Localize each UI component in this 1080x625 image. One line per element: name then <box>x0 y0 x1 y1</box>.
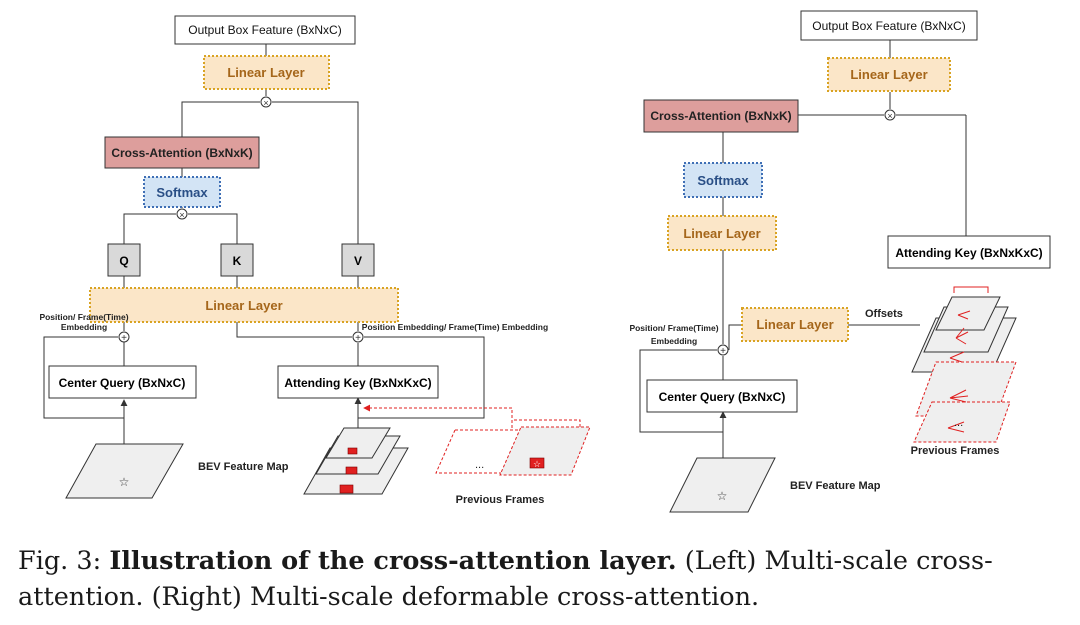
svg-text:+: + <box>720 346 726 357</box>
left-prev-frames-label: Previous Frames <box>456 494 545 506</box>
svg-text:×: × <box>263 98 268 108</box>
right-offsets-label: Offsets <box>865 308 903 320</box>
left-frames-dots: ... <box>475 459 484 471</box>
right-frames-dots: ... <box>954 417 963 429</box>
left-multiply-2: × <box>176 208 188 220</box>
left-q-box: Q <box>107 243 141 277</box>
right-previous-frames <box>913 361 1017 443</box>
q-label: Q <box>119 254 128 268</box>
right-pos-embed-line2: Embedding <box>651 336 697 346</box>
svg-text:×: × <box>179 210 184 220</box>
right-center-query: Center Query (BxNxC) <box>646 379 798 413</box>
right-linear-mid: Linear Layer <box>667 215 777 251</box>
star-icon: ☆ <box>119 475 130 489</box>
figure-caption: Fig. 3: Illustration of the cross-attent… <box>18 543 1068 615</box>
right-cross-attention-label: Cross-Attention (BxNxK) <box>650 109 791 123</box>
right-bev-label: BEV Feature Map <box>790 480 881 492</box>
caption-prefix: Fig. 3: <box>18 546 110 576</box>
left-cross-attention: Cross-Attention (BxNxK) <box>104 136 260 169</box>
right-prev-frames-label: Previous Frames <box>911 445 1000 457</box>
k-label: K <box>233 254 242 268</box>
right-output-label: Output Box Feature (BxNxC) <box>812 19 965 33</box>
left-cross-attention-label: Cross-Attention (BxNxK) <box>111 146 252 160</box>
right-attending-key-label: Attending Key (BxNxKxC) <box>895 246 1042 260</box>
svg-text:×: × <box>887 111 892 121</box>
right-linear-top: Linear Layer <box>827 57 951 92</box>
left-linear-top: Linear Layer <box>203 55 330 90</box>
right-linear-offsets-label: Linear Layer <box>756 317 833 332</box>
left-output-label: Output Box Feature (BxNxC) <box>188 23 341 37</box>
right-linear-top-label: Linear Layer <box>850 67 927 82</box>
right-softmax-label: Softmax <box>697 173 749 188</box>
caption-rest: (Left) Multi-scale cross-attention. (Rig… <box>18 546 993 612</box>
left-pos-embed-line2: Embedding <box>61 322 107 332</box>
left-linear-mid: Linear Layer <box>89 287 399 323</box>
right-center-query-label: Center Query (BxNxC) <box>659 390 786 404</box>
right-pos-embed-line1: Position/ Frame(Time) <box>629 323 718 333</box>
svg-text:+: + <box>355 333 361 344</box>
left-attending-key: Attending Key (BxNxKxC) <box>277 365 439 399</box>
left-attending-key-label: Attending Key (BxNxKxC) <box>284 376 431 390</box>
right-star-icon: ☆ <box>717 489 728 503</box>
left-bev-plane: ☆ <box>65 443 184 499</box>
v-label: V <box>354 254 362 268</box>
right-softmax: Softmax <box>683 162 763 198</box>
left-plus-query: + <box>118 331 130 344</box>
right-deformable-stack <box>911 286 1017 373</box>
left-multiply-1: × <box>260 96 272 108</box>
right-attending-key: Attending Key (BxNxKxC) <box>887 235 1051 269</box>
left-output-box: Output Box Feature (BxNxC) <box>174 15 356 45</box>
left-linear-top-label: Linear Layer <box>227 65 304 80</box>
caption-bold: Illustration of the cross-attention laye… <box>109 546 677 576</box>
diagram-figure: Output Box Feature (BxNxC) Linear Layer … <box>39 10 1051 513</box>
left-center-query: Center Query (BxNxC) <box>48 365 197 399</box>
left-v-box: V <box>341 243 375 277</box>
right-cross-attention: Cross-Attention (BxNxK) <box>643 99 799 133</box>
right-linear-mid-label: Linear Layer <box>683 226 760 241</box>
left-k-box: K <box>220 243 254 277</box>
left-pos-embed-key: Position Embedding/ Frame(Time) Embeddin… <box>362 322 548 332</box>
left-center-query-label: Center Query (BxNxC) <box>59 376 186 390</box>
left-pos-embed-line1: Position/ Frame(Time) <box>39 312 128 322</box>
right-multiply: × <box>884 109 896 121</box>
left-multiscale-stack <box>303 427 409 495</box>
right-output-box: Output Box Feature (BxNxC) <box>800 10 978 41</box>
right-bev-plane: ☆ <box>669 457 776 513</box>
left-softmax: Softmax <box>143 176 221 208</box>
svg-text:+: + <box>121 333 127 344</box>
right-plus-query: + <box>717 344 729 357</box>
right-linear-offsets: Linear Layer <box>741 307 849 342</box>
left-linear-mid-label: Linear Layer <box>205 298 282 313</box>
left-plus-key: + <box>352 331 364 344</box>
frame-star-icon: ☆ <box>533 459 541 469</box>
left-bev-label: BEV Feature Map <box>198 461 289 473</box>
left-softmax-label: Softmax <box>156 185 208 200</box>
left-previous-frames: ☆ <box>363 404 591 476</box>
